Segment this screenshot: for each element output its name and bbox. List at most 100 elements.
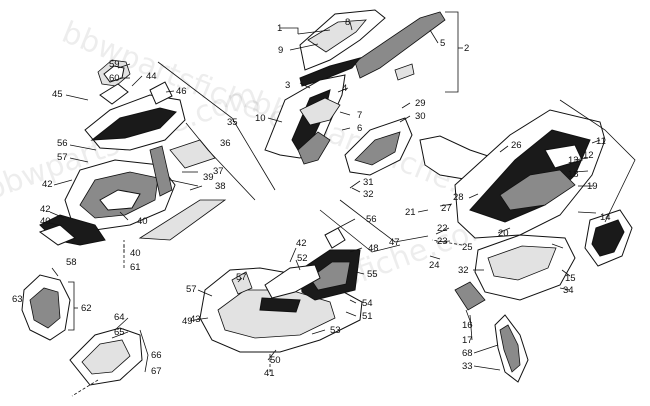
callout-label: 12 bbox=[583, 150, 594, 161]
callout-label: 20 bbox=[498, 228, 509, 239]
hood-strip-part bbox=[354, 11, 446, 79]
callout-label: 59 bbox=[109, 59, 120, 70]
callout-label: 30 bbox=[415, 111, 426, 122]
callout-label: 68 bbox=[462, 348, 473, 359]
side-spike-part bbox=[99, 83, 129, 105]
callout-labels: 1 2 3 4 5 6 7 8 9 10 11 12 13 14 15 16 1… bbox=[12, 17, 611, 379]
belly-pan-opening bbox=[99, 189, 141, 211]
callout-label: 36 bbox=[220, 138, 231, 149]
callout-label: 39 bbox=[203, 172, 214, 183]
side-mesh-light bbox=[309, 261, 351, 291]
callout-label: 25 bbox=[462, 242, 473, 253]
callout-label: 45 bbox=[52, 89, 63, 100]
callout-label: 56 bbox=[57, 138, 68, 149]
callout-label: 14 bbox=[600, 212, 611, 223]
callout-label: 42 bbox=[296, 238, 307, 249]
callout-label: 7 bbox=[357, 110, 362, 121]
callout-label: 41 bbox=[264, 368, 275, 379]
callout-label: 38 bbox=[215, 181, 226, 192]
callout-label: 18 bbox=[568, 169, 579, 180]
small-bracket-part bbox=[231, 271, 253, 295]
callout-label: 2 bbox=[464, 43, 469, 54]
callout-label: 3 bbox=[285, 80, 290, 91]
callout-label: 40 bbox=[137, 216, 148, 227]
top-cap-inner bbox=[103, 65, 125, 83]
callout-label: 55 bbox=[367, 269, 378, 280]
callout-label: 44 bbox=[146, 71, 157, 82]
callout-label: 33 bbox=[462, 361, 473, 372]
callout-label: 47 bbox=[389, 237, 400, 248]
mount-plate-part bbox=[454, 281, 486, 311]
callout-label: 64 bbox=[114, 312, 125, 323]
callout-label: 40 bbox=[40, 216, 51, 227]
dash-panel-inner bbox=[354, 131, 401, 166]
callout-label: 6 bbox=[357, 123, 362, 134]
lower-fairing-inner bbox=[217, 289, 336, 339]
side-brace-part bbox=[149, 145, 173, 197]
lower-fairing-vent bbox=[259, 297, 301, 313]
callout-label: 40 bbox=[130, 248, 141, 259]
callout-label: 26 bbox=[511, 140, 522, 151]
callout-label: 42 bbox=[42, 179, 53, 190]
callout-label: 53 bbox=[330, 325, 341, 336]
leader-lines bbox=[49, 11, 636, 397]
bracket-part bbox=[394, 63, 415, 81]
callout-label: 63 bbox=[12, 294, 23, 305]
callout-label: 56 bbox=[366, 214, 377, 225]
mesh-panel-part bbox=[169, 139, 216, 169]
callout-label: 54 bbox=[362, 298, 373, 309]
callout-label: 60 bbox=[109, 73, 120, 84]
callout-label: 31 bbox=[363, 177, 374, 188]
callout-label: 61 bbox=[130, 262, 141, 273]
front-bumper-inner bbox=[499, 324, 521, 373]
callout-label: 9 bbox=[278, 45, 283, 56]
callout-label: 13 bbox=[568, 155, 579, 166]
part-shapes bbox=[21, 9, 633, 386]
callout-label: 67 bbox=[151, 366, 162, 377]
callout-label: 50 bbox=[270, 355, 281, 366]
small-cover-inner bbox=[29, 287, 61, 329]
callout-label: 58 bbox=[66, 257, 77, 268]
callout-label: 15 bbox=[565, 273, 576, 284]
callout-label: 57 bbox=[236, 272, 247, 283]
right-lower-inner bbox=[487, 245, 557, 281]
callout-label: 52 bbox=[297, 253, 308, 264]
callout-label: 65 bbox=[114, 327, 125, 338]
callout-label: 48 bbox=[368, 243, 379, 254]
headlight-part bbox=[299, 97, 341, 126]
vent-part bbox=[297, 131, 331, 165]
callout-label: 46 bbox=[176, 86, 187, 97]
callout-label: 24 bbox=[429, 260, 440, 271]
callout-label: 8 bbox=[345, 17, 350, 28]
callout-label: 42 bbox=[40, 204, 51, 215]
callout-label: 49 bbox=[182, 316, 193, 327]
right-gill-inner bbox=[591, 219, 625, 257]
callout-label: 66 bbox=[151, 350, 162, 361]
right-panel-mesh bbox=[499, 169, 576, 211]
left-tip-part bbox=[38, 224, 76, 246]
callout-label: 11 bbox=[596, 136, 606, 147]
callout-label: 34 bbox=[563, 285, 574, 296]
callout-label: 5 bbox=[440, 38, 445, 49]
callout-label: 57 bbox=[57, 152, 68, 163]
lower-bracket-inner bbox=[81, 339, 131, 375]
lower-mesh-part bbox=[138, 199, 227, 241]
callout-label: 21 bbox=[405, 207, 416, 218]
callout-label: 22 bbox=[437, 223, 448, 234]
callout-label: 51 bbox=[362, 311, 373, 322]
callout-label: 1 bbox=[277, 23, 282, 34]
side-panel-stripes bbox=[90, 107, 177, 141]
callout-label: 23 bbox=[437, 236, 448, 247]
callout-label: 57 bbox=[186, 284, 197, 295]
callout-label: 19 bbox=[587, 181, 598, 192]
side-spike-right bbox=[149, 81, 173, 105]
callout-label: 17 bbox=[462, 335, 473, 346]
fender-part bbox=[264, 264, 321, 299]
callout-label: 4 bbox=[342, 83, 347, 94]
right-panel-window bbox=[544, 144, 583, 169]
callout-label: 62 bbox=[81, 303, 92, 314]
callout-label: 35 bbox=[227, 117, 238, 128]
callout-label: 32 bbox=[458, 265, 469, 276]
callout-label: 29 bbox=[415, 98, 426, 109]
